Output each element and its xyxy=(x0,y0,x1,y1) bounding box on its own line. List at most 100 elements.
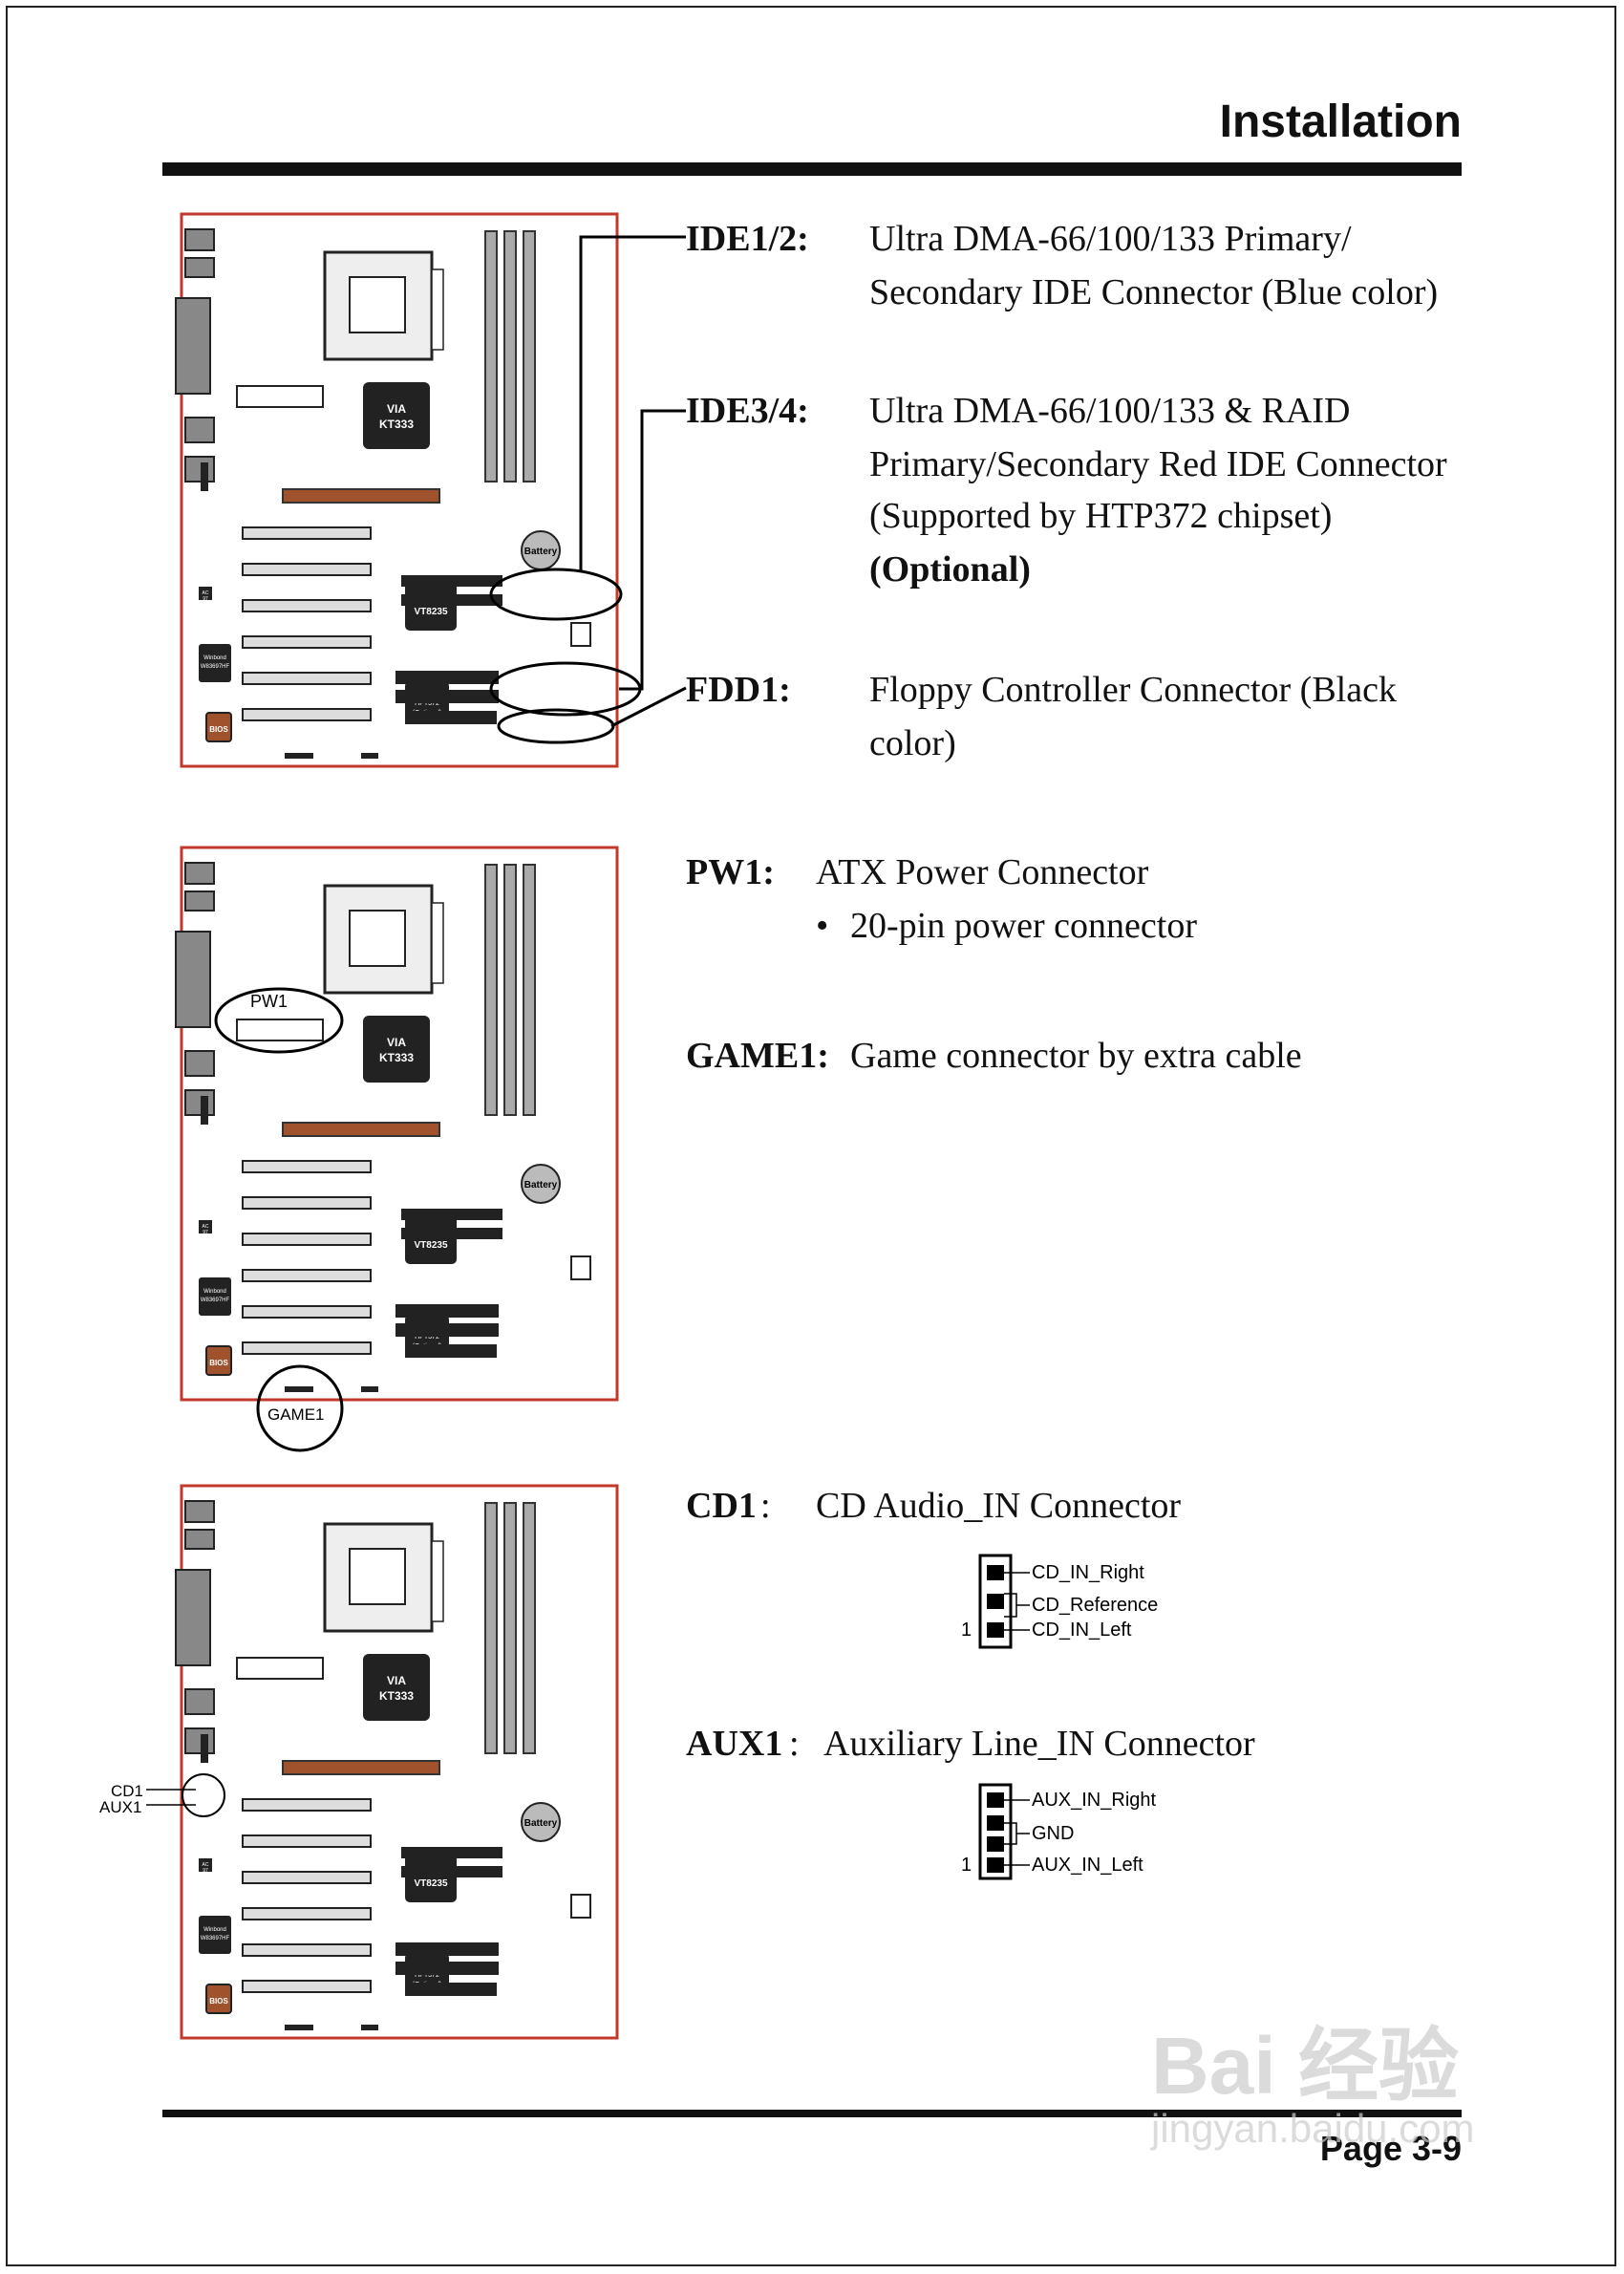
ide1-header xyxy=(401,1847,502,1858)
pci-slot-5 xyxy=(242,708,372,721)
north-bridge-chip xyxy=(363,1016,430,1083)
io-port-4 xyxy=(184,456,215,483)
pw1-bullet-text: 20-pin power connector xyxy=(850,906,1197,946)
aux1-pinout: AUX_IN_Right GND AUX_IN_Left 1 xyxy=(961,1783,1157,1880)
io-port-3 xyxy=(184,1688,215,1715)
aux1-pin-right: AUX_IN_Right xyxy=(1032,1790,1157,1811)
pci-slot-2 xyxy=(242,1871,372,1884)
ide1-header xyxy=(401,1209,502,1220)
cd1-callout-label: CD1 xyxy=(111,1782,143,1800)
super-io-text-0: Winbond xyxy=(203,1289,226,1295)
socket-lever xyxy=(431,268,444,351)
io-port-0 xyxy=(184,1500,215,1523)
ide2-header xyxy=(401,1866,502,1877)
socket-lever xyxy=(431,902,444,984)
watermark-url: jingyan.baidu.com xyxy=(1151,2106,1475,2151)
super-io-text-0: Winbond xyxy=(203,655,226,661)
ide3-header xyxy=(395,671,499,684)
bios-chip xyxy=(205,1345,232,1376)
ide4-header xyxy=(395,690,499,703)
raid-chip-text-1: HPT372 xyxy=(415,1972,439,1979)
game-header xyxy=(285,2025,313,2030)
game-header xyxy=(285,753,313,759)
fdd1-label: FDD1: xyxy=(686,670,791,710)
aux1-sep: : xyxy=(789,1724,800,1764)
cpu-socket-center xyxy=(349,910,406,967)
game1-text: Game connector by extra cable xyxy=(850,1036,1302,1076)
dimm-slot-0 xyxy=(484,230,498,483)
page-number: Page 3-9 xyxy=(1319,2129,1462,2168)
pci-slot-4 xyxy=(242,1305,372,1319)
pci-slot-5 xyxy=(242,1341,372,1355)
bios-chip xyxy=(205,712,232,742)
pci-slot-2 xyxy=(242,1233,372,1246)
game1-callout-label: GAME1 xyxy=(267,1405,325,1424)
agp-slot xyxy=(282,488,440,504)
bios-label: BIOS xyxy=(209,1359,228,1367)
ide4-header xyxy=(395,1962,499,1975)
bios-label: BIOS xyxy=(209,725,228,734)
dimm-slot-0 xyxy=(484,1502,498,1754)
fdd1-line1: Floppy Controller Connector (Black xyxy=(869,670,1397,710)
footer-rule xyxy=(162,2110,1462,2117)
ide34-line1: Ultra DMA-66/100/133 & RAID xyxy=(869,391,1351,431)
motherboard-diagram-power: VIAKT333VIAVT8235HighPointHPT372(Optiona… xyxy=(175,846,619,1402)
cpu-socket-center xyxy=(349,276,406,333)
pw1-callout-label: PW1 xyxy=(250,992,288,1011)
south-bridge-model: VT8235 xyxy=(414,1240,447,1251)
cd1-text: CD Audio_IN Connector xyxy=(816,1486,1182,1526)
dimm-slot-2 xyxy=(523,864,536,1116)
pw1-bullet: • xyxy=(816,906,829,946)
io-port-2 xyxy=(175,297,211,395)
north-bridge-chip xyxy=(363,382,430,449)
io-port-1 xyxy=(184,890,215,912)
super-io-text-1: W83697HF xyxy=(201,1298,230,1303)
ide2-header xyxy=(401,1228,502,1239)
usb-header xyxy=(361,2025,378,2030)
pw1-text: ATX Power Connector xyxy=(816,852,1149,892)
super-io-chip xyxy=(199,1916,231,1954)
io-port-0 xyxy=(184,228,215,251)
cd1-pin-right: CD_IN_Right xyxy=(1032,1562,1144,1583)
io-port-4 xyxy=(184,1727,215,1754)
io-port-3 xyxy=(184,1050,215,1077)
pci-slot-0 xyxy=(242,526,372,540)
watermark-logo: Bai 经验 xyxy=(1151,2021,1460,2111)
cd1-pinout: CD_IN_Right CD_Reference CD_IN_Left 1 xyxy=(961,1554,1158,1649)
motherboard-diagram-ide: VIAKT333VIAVT8235HighPointHPT372(Optiona… xyxy=(175,212,619,768)
cd1-sep: : xyxy=(760,1486,771,1526)
ide12-line2: Secondary IDE Connector (Blue color) xyxy=(869,272,1439,312)
ac97-text-0: AC xyxy=(203,1224,209,1230)
pci-slot-3 xyxy=(242,1907,372,1920)
ide2-header xyxy=(401,594,502,606)
pci-slot-1 xyxy=(242,1196,372,1210)
pci-slot-1 xyxy=(242,563,372,576)
pci-slot-3 xyxy=(242,635,372,649)
header-rule xyxy=(162,162,1462,176)
south-bridge-model: VT8235 xyxy=(414,1878,447,1889)
pci-slot-0 xyxy=(242,1798,372,1812)
aux1-pin-left: AUX_IN_Left xyxy=(1032,1855,1143,1876)
page-frame xyxy=(6,6,1616,2266)
ide4-header xyxy=(395,1323,499,1337)
north-bridge-via: VIA xyxy=(387,1674,406,1687)
io-port-2 xyxy=(175,931,211,1028)
io-port-4 xyxy=(184,1089,215,1116)
atx-power-connector xyxy=(236,385,324,408)
cmos-battery xyxy=(521,1802,561,1842)
debug-led xyxy=(570,1255,591,1280)
audio-headers xyxy=(201,1734,208,1763)
io-port-3 xyxy=(184,417,215,443)
dimm-slot-2 xyxy=(523,230,536,483)
super-io-text-0: Winbond xyxy=(203,1927,226,1933)
ide34-label: IDE3/4: xyxy=(686,391,809,431)
dimm-slot-1 xyxy=(503,230,517,483)
battery-label: Battery xyxy=(524,1180,558,1191)
south-bridge-model: VT8235 xyxy=(414,607,447,617)
dimm-slot-1 xyxy=(503,1502,517,1754)
pci-slot-4 xyxy=(242,1943,372,1957)
agp-slot xyxy=(282,1122,440,1137)
north-bridge-chip xyxy=(363,1654,430,1721)
